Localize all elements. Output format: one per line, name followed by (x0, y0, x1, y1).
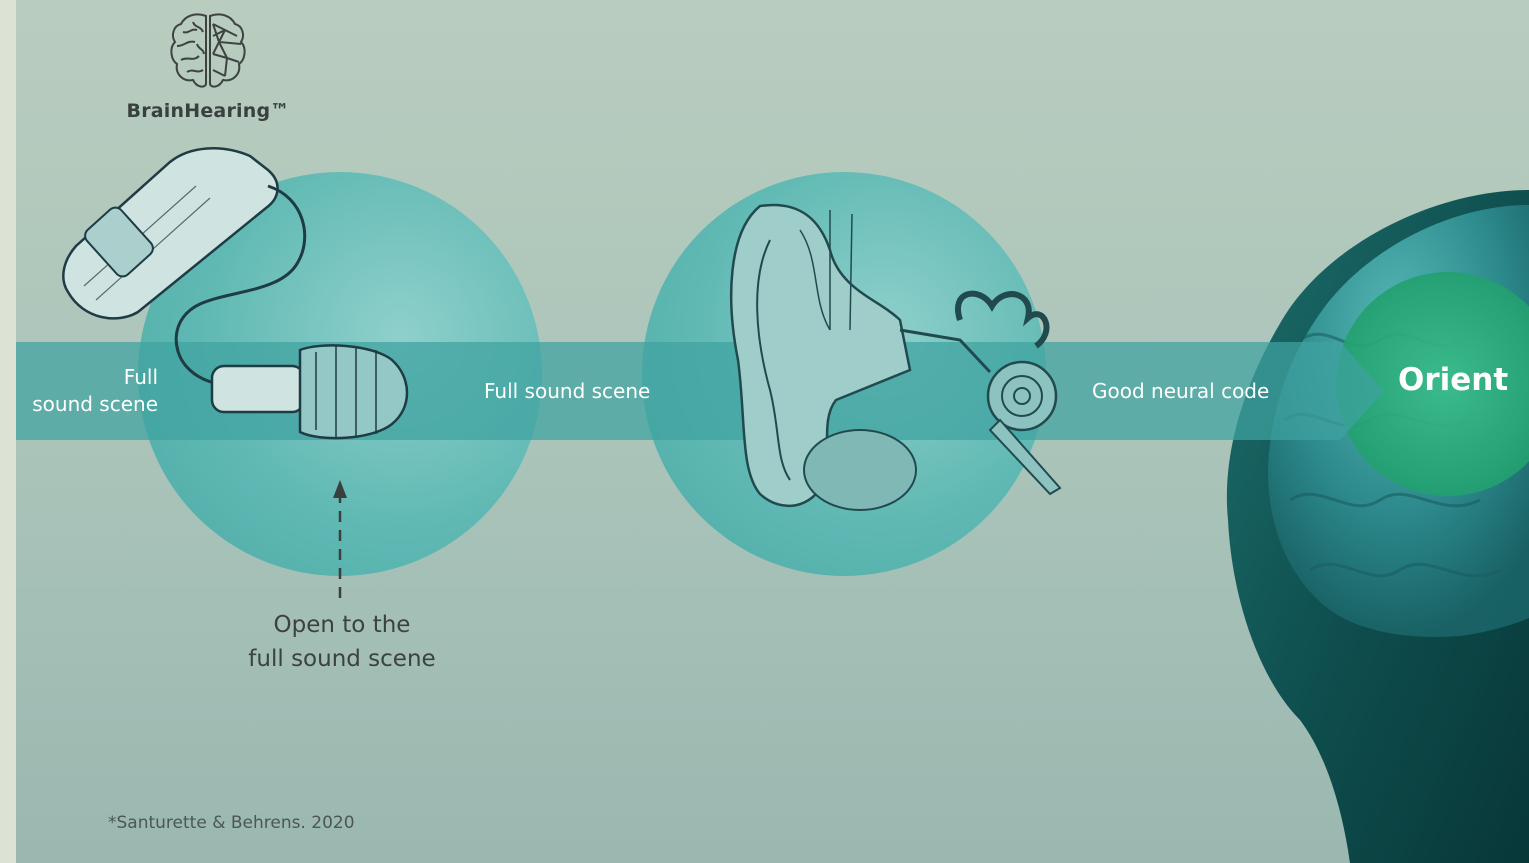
open-note: Open to the full sound scene (232, 608, 452, 676)
left-stage-label: Full sound scene (20, 364, 158, 418)
open-note-line2: full sound scene (232, 642, 452, 676)
ear-anatomy-illustration (731, 205, 1060, 510)
citation: *Santurette & Behrens. 2020 (108, 813, 355, 833)
orient-label: Orient (1398, 362, 1508, 398)
middle-stage-label: Full sound scene (484, 379, 650, 403)
open-note-line1: Open to the (232, 608, 452, 642)
right-stage-label: Good neural code (1092, 379, 1269, 403)
left-stage-label-line1: Full (20, 364, 158, 391)
left-stage-label-line2: sound scene (20, 391, 158, 418)
